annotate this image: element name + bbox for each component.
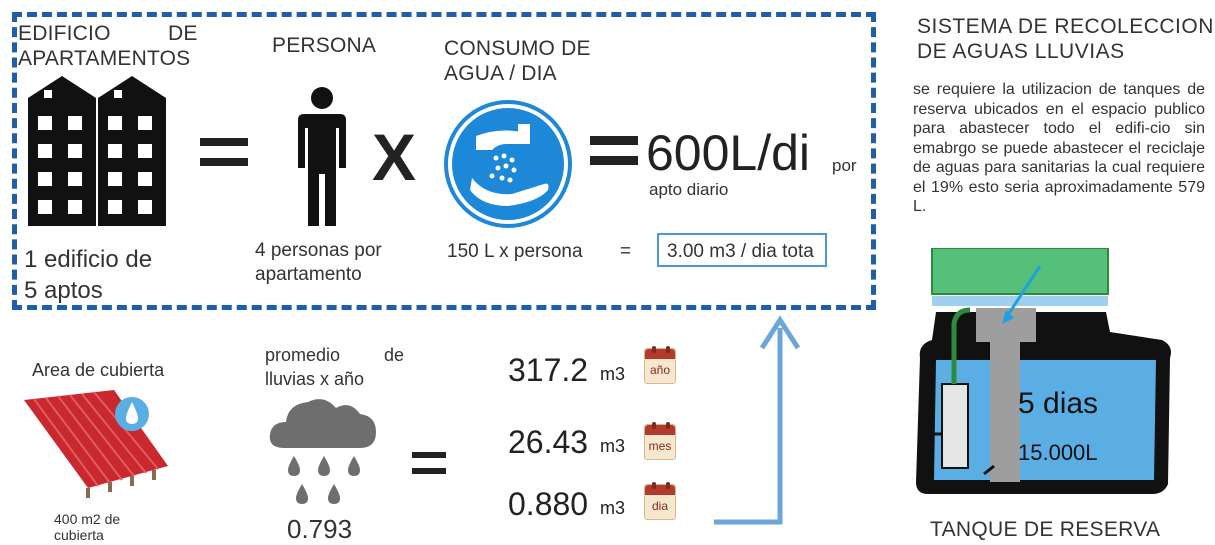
consumption-title-line1: CONSUMO DE (444, 37, 591, 60)
building-title-de: DE (168, 22, 198, 45)
volume-month-unit: m3 (600, 436, 626, 456)
building-caption-line2: 5 aptos (24, 277, 103, 304)
equals-sign (200, 130, 248, 172)
roof-caption-line1: 400 m2 de (54, 511, 121, 527)
tank-days: 5 dias (1018, 387, 1099, 420)
volume-day-unit: m3 (600, 498, 626, 518)
person-caption-line2: apartamento (255, 264, 362, 285)
roof-icon (24, 390, 168, 498)
consumption-equals: = (620, 241, 632, 262)
volume-year-value: 317.2 (508, 352, 589, 388)
calendar-month-label: mes (648, 439, 672, 453)
volume-day-value: 0.880 (508, 486, 589, 522)
rain-title-word1: promedio (265, 345, 341, 365)
return-arrow-icon (714, 315, 801, 525)
rain-title-line2: lluvias x año (265, 369, 365, 389)
system-title-line1: SISTEMA DE RECOLECCION (917, 15, 1214, 38)
per-person-consumption: 150 L x persona (447, 241, 583, 262)
calendar-year-icon: año (644, 346, 676, 384)
volume-month-value: 26.43 (508, 424, 589, 460)
calendar-year-label: año (649, 363, 671, 377)
building-caption-line1: 1 edificio de (24, 246, 153, 273)
calendar-month-icon: mes (644, 422, 676, 460)
person-icon (298, 87, 346, 226)
rain-title-word2: de (384, 345, 405, 365)
daily-total-box: 3.00 m3 / dia tota (657, 233, 827, 267)
consumption-title-line2: AGUA / DIA (444, 62, 557, 85)
building-consumption-frame (12, 12, 876, 310)
rain-value: 0.793 (287, 514, 353, 544)
system-title-line2: DE AGUAS LLUVIAS (917, 40, 1125, 63)
consumption-result-por: por (832, 156, 857, 175)
tank-liters: 15.000L (1018, 440, 1098, 465)
calendar-day-label: dia (651, 499, 668, 513)
building-title-line2: APARTAMENTOS (18, 47, 191, 70)
volume-year-unit: m3 (600, 364, 626, 384)
person-title: PERSONA (272, 34, 377, 57)
building-title-word1: EDIFICIO (18, 22, 111, 45)
rain-cloud-icon (269, 399, 376, 504)
equals-sign-bold (590, 128, 640, 170)
apartment-building-icon (28, 76, 166, 226)
calendar-day-icon: dia (644, 482, 676, 520)
equals-sign-rain (412, 448, 446, 478)
tank-caption: TANQUE DE RESERVA (930, 518, 1161, 541)
roof-title: Area de cubierta (32, 360, 165, 380)
consumption-result: 600L/di (646, 125, 811, 181)
multiply-sign: X (372, 120, 417, 194)
reserve-tank-icon (916, 248, 1171, 494)
wash-hands-icon (444, 100, 572, 228)
system-description: se requiere la utilizacion de tanques de… (913, 81, 1205, 215)
person-caption-line1: 4 personas por (255, 240, 382, 261)
consumption-result-sub: apto diario (649, 180, 729, 199)
roof-caption-line2: cubierta (54, 527, 104, 543)
